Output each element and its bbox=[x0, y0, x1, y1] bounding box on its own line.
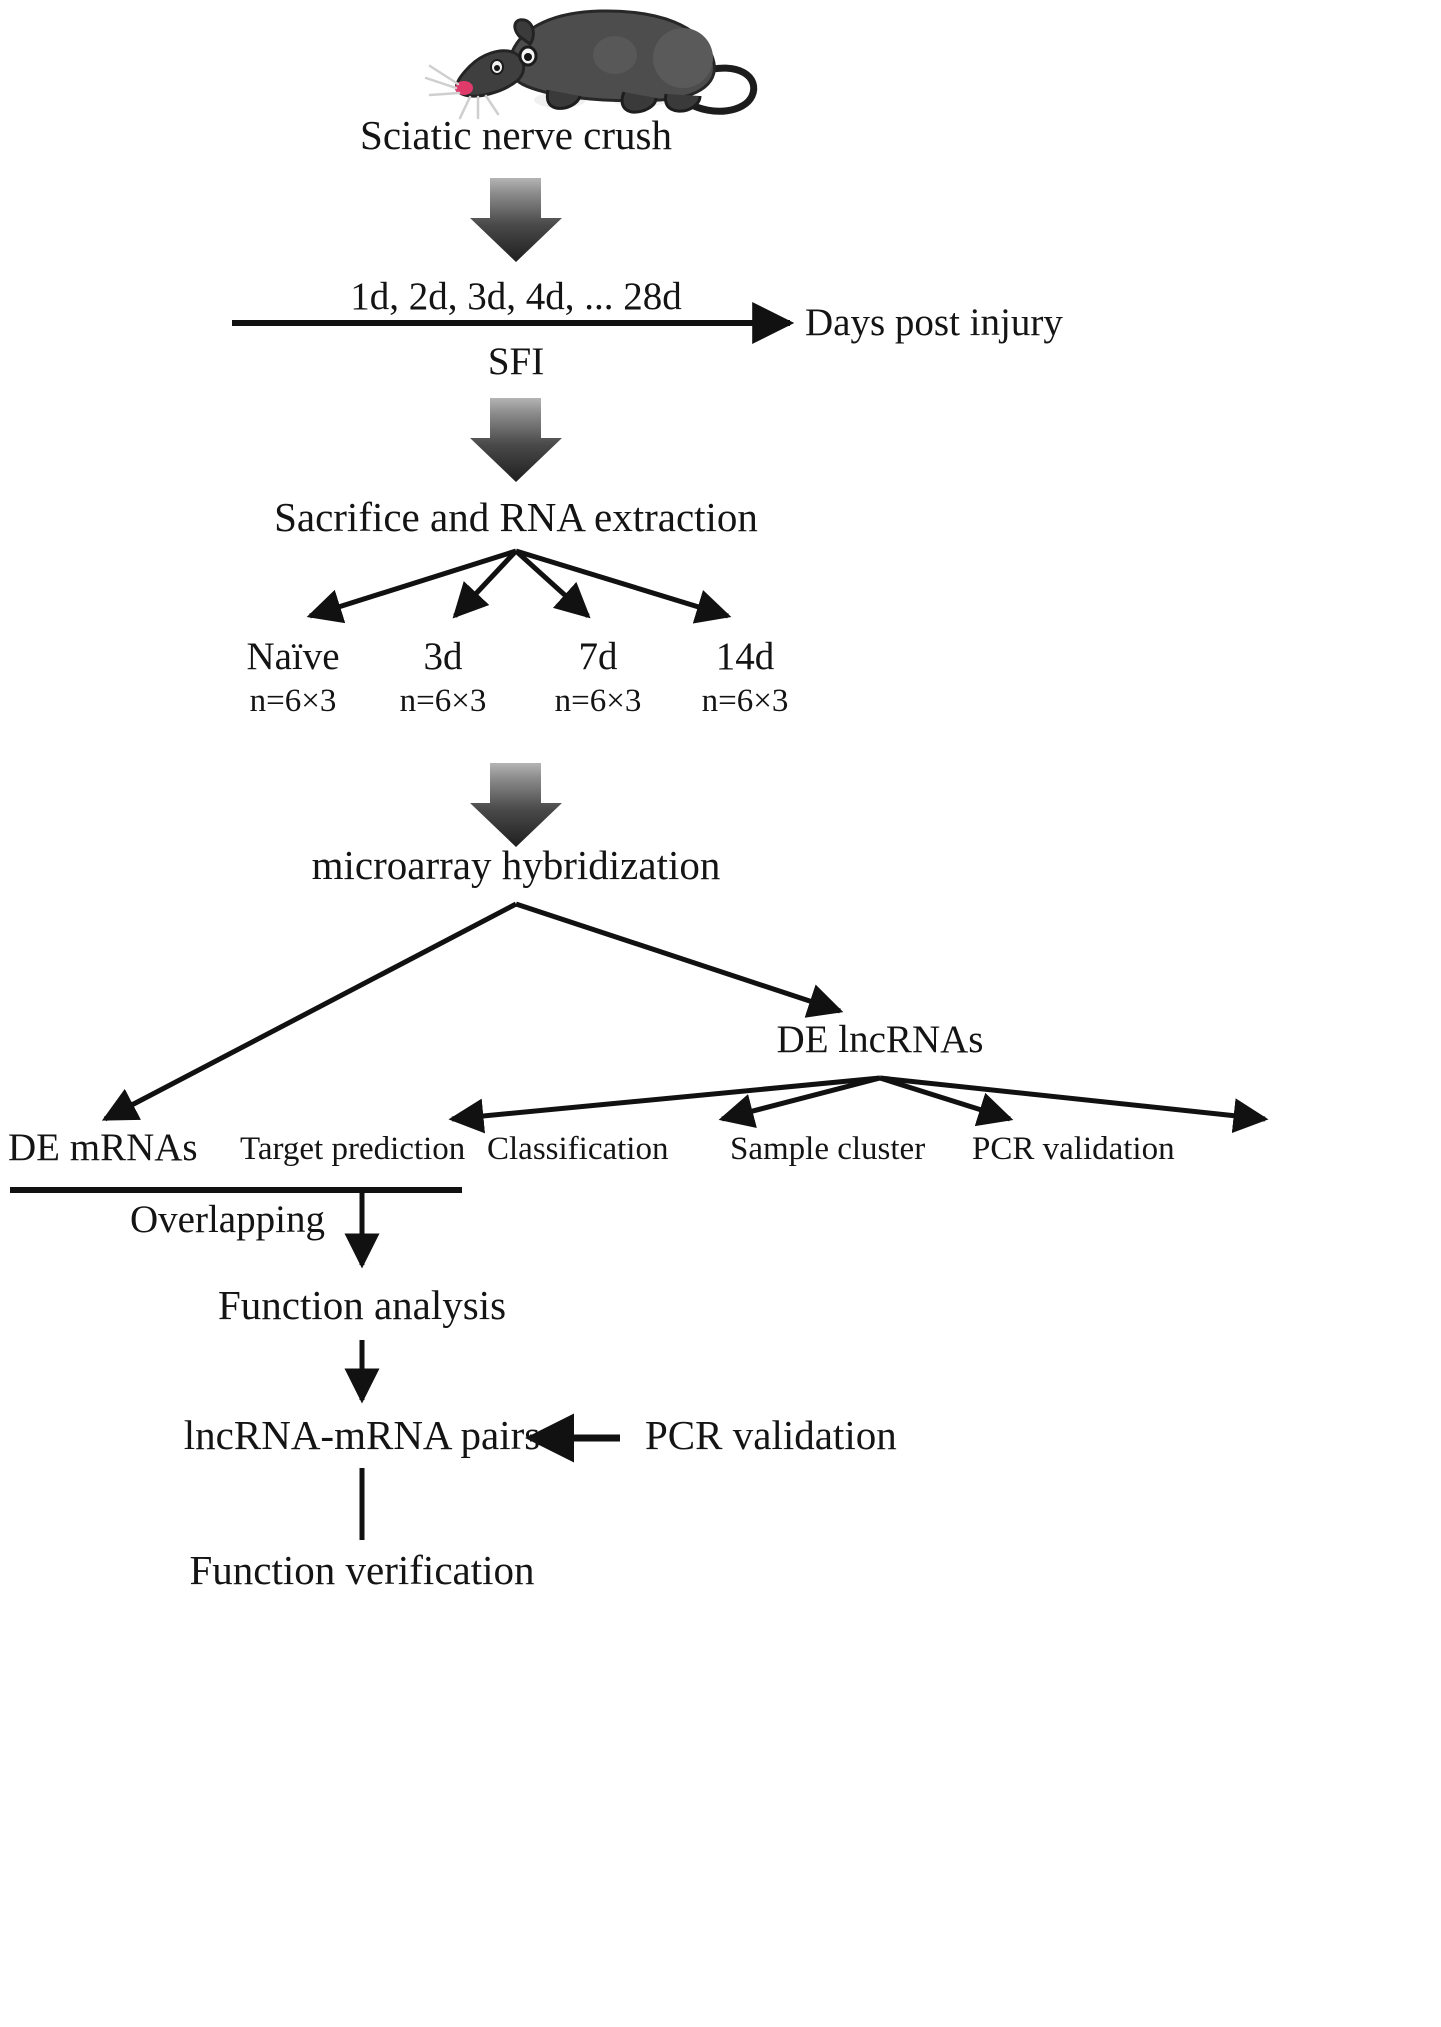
block-arrow-sfi-to-sacrifice bbox=[470, 398, 562, 482]
group-label-3d: 3d bbox=[423, 635, 463, 678]
overlapping-connector bbox=[10, 1187, 462, 1269]
pcr-validation-bottom-label: PCR validation bbox=[645, 1412, 897, 1458]
group-label-7d: 7d bbox=[578, 635, 618, 678]
microarray-label: microarray hybridization bbox=[311, 842, 721, 888]
injury-label: Sciatic nerve crush bbox=[360, 112, 672, 158]
group-n-3d: n=6×3 bbox=[399, 683, 487, 719]
overlapping-label: Overlapping bbox=[130, 1198, 325, 1241]
microarray-split-arrows bbox=[101, 901, 844, 1122]
group-label-naive: Naïve bbox=[246, 635, 340, 678]
block-arrow-groups-to-microarray bbox=[470, 763, 562, 847]
function-analysis-label: Function analysis bbox=[217, 1282, 507, 1328]
target-prediction-label: Target prediction bbox=[240, 1131, 466, 1167]
rat-illustration bbox=[424, 9, 758, 120]
sacrifice-label: Sacrifice and RNA extraction bbox=[274, 494, 758, 540]
timeline-days-label: 1d, 2d, 3d, 4d, ... 28d bbox=[350, 275, 682, 318]
sample-cluster-label: Sample cluster bbox=[730, 1131, 926, 1167]
de-lncrnas-label: DE lncRNAs bbox=[776, 1018, 984, 1061]
pcr-validation-top-label: PCR validation bbox=[972, 1131, 1175, 1167]
de-mrnas-label: DE mRNAs bbox=[8, 1126, 198, 1169]
group-split-arrows bbox=[306, 548, 732, 624]
function-verification-label: Function verification bbox=[189, 1547, 535, 1593]
timeline-axis-label: Days post injury bbox=[805, 301, 1063, 344]
lncrna-mrna-pairs-label: lncRNA-mRNA pairs bbox=[183, 1412, 541, 1458]
group-n-14d: n=6×3 bbox=[701, 683, 789, 719]
classification-label: Classification bbox=[487, 1131, 669, 1167]
group-label-14d: 14d bbox=[715, 635, 775, 678]
block-arrow-injury-to-timeline bbox=[470, 178, 562, 262]
lncrna-split-arrows bbox=[448, 1075, 1269, 1134]
group-n-naive: n=6×3 bbox=[249, 683, 337, 719]
group-n-7d: n=6×3 bbox=[554, 683, 642, 719]
sfi-label: SFI bbox=[487, 340, 545, 383]
